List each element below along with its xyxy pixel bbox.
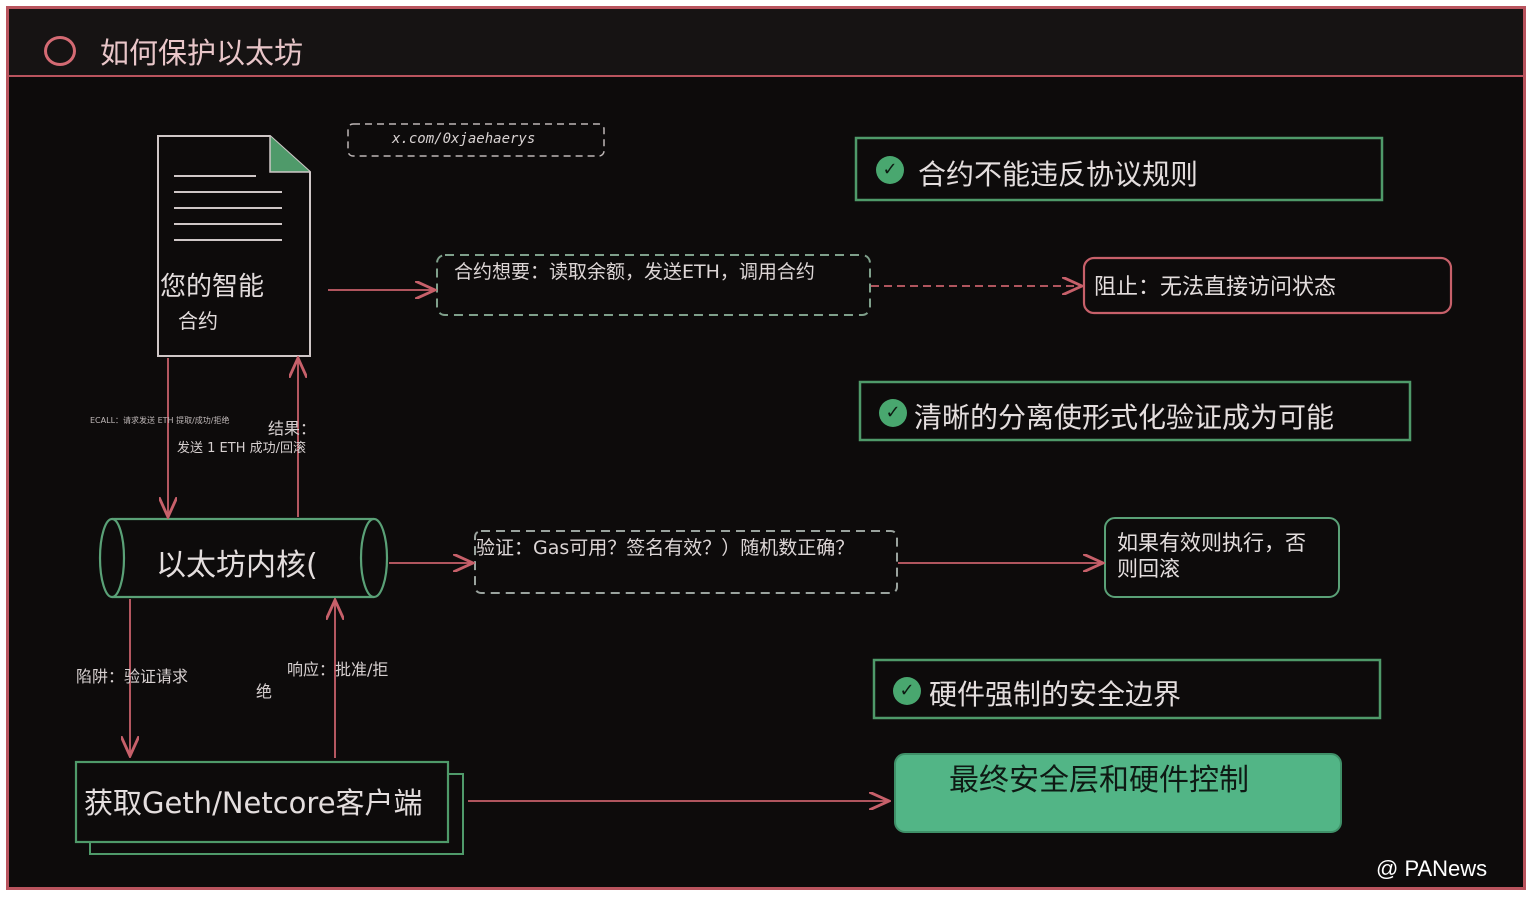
benefit-3: 硬件强制的安全边界	[929, 678, 1182, 711]
watermark: @ PANews	[1376, 856, 1488, 881]
ethereum-kernel-node	[98, 517, 389, 599]
execute-line2: 则回滚	[1117, 557, 1180, 581]
client-label: 获取Geth/Netcore客户端	[84, 786, 423, 820]
execute-line1: 如果有效则执行，否	[1117, 531, 1306, 555]
check-icon: ✓	[893, 677, 921, 705]
contract-label-line1: 您的智能	[160, 272, 265, 302]
page-title: 如何保护以太坊	[100, 36, 304, 70]
final-layer-label: 最终安全层和硬件控制	[949, 763, 1249, 798]
wants-box	[436, 254, 871, 316]
benefit-2: 清晰的分离使形式化验证成为可能	[914, 401, 1335, 434]
benefit-box-3	[872, 658, 1382, 720]
check-icon: ✓	[879, 399, 907, 427]
client-node	[74, 760, 464, 855]
benefit-box-2	[858, 380, 1412, 442]
benefit-box-1	[854, 136, 1384, 202]
ecall-label: ECALL：请求发送 ETH 提取/成功/拒绝	[90, 416, 230, 425]
trap-label: 陷阱：验证请求	[76, 667, 189, 686]
blocked-box	[1082, 256, 1453, 315]
blocked-text: 阻止：无法直接访问状态	[1094, 275, 1337, 300]
kernel-label: 以太坊内核(	[156, 548, 318, 583]
title-bar	[9, 9, 1523, 77]
contract-label-line2: 合约	[178, 309, 218, 333]
response-label-line1: 响应：批准/拒	[287, 660, 389, 679]
verify-box	[474, 530, 898, 594]
result-label-line1: 结果：	[268, 419, 317, 438]
verify-text: 验证：Gas可用？签名有效？）随机数正确？	[476, 537, 855, 559]
wants-text: 合约想要：读取余额，发送ETH，调用合约	[454, 261, 815, 283]
handle-text: x.com/0xjaehaerys	[392, 131, 536, 147]
circle-icon	[44, 36, 76, 66]
handle-box	[347, 123, 605, 157]
check-icon: ✓	[876, 156, 904, 184]
final-layer-box	[894, 753, 1342, 833]
execute-box	[1104, 517, 1340, 598]
smart-contract-node	[157, 135, 311, 357]
benefit-1: 合约不能违反协议规则	[918, 158, 1199, 191]
response-label-line2: 绝	[256, 682, 273, 701]
result-label-line2: 发送 1 ETH 成功/回滚	[177, 441, 306, 456]
